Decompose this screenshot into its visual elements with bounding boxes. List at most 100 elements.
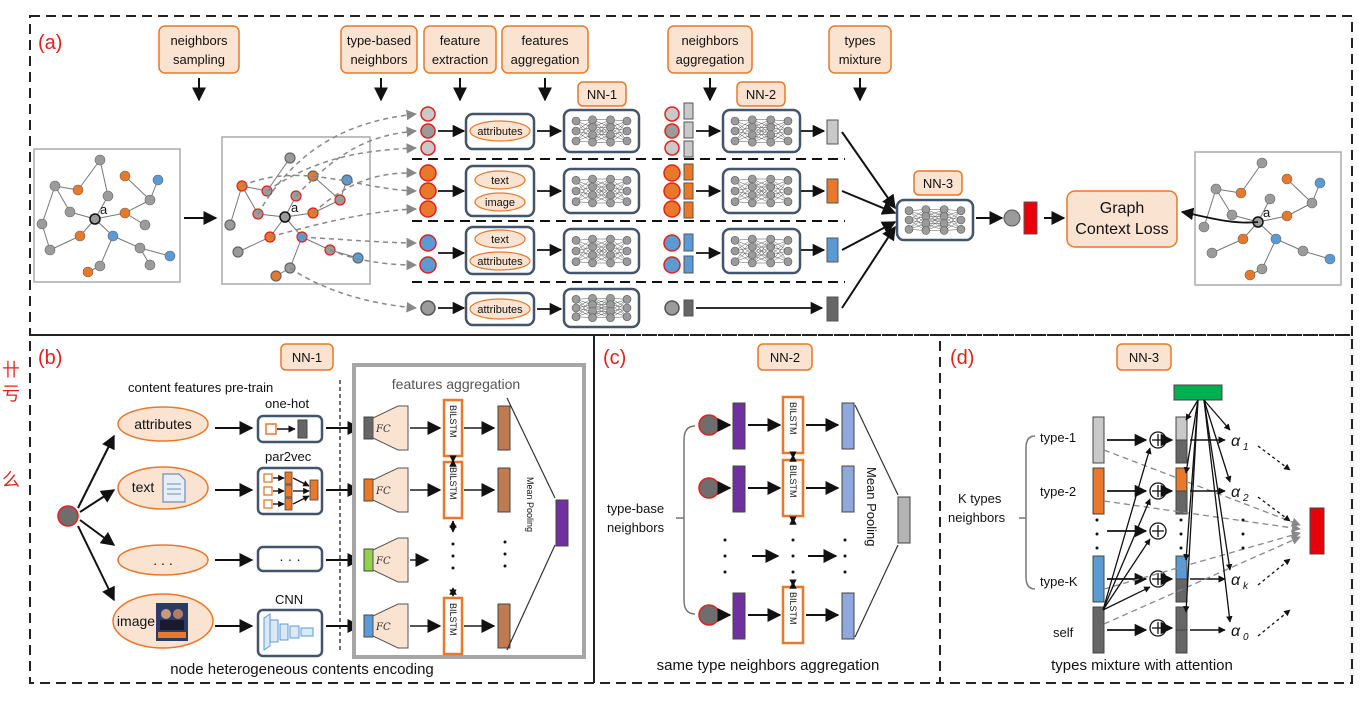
svg-text:NN-1: NN-1 bbox=[587, 87, 617, 102]
svg-text:NN-2: NN-2 bbox=[746, 87, 776, 102]
svg-text:neighbors: neighbors bbox=[350, 52, 408, 67]
svg-text:BILSTM: BILSTM bbox=[448, 467, 458, 500]
svg-text:type-2: type-2 bbox=[1040, 484, 1076, 499]
nn1-box-row3 bbox=[562, 227, 641, 275]
b-attributes: attributes bbox=[117, 406, 209, 442]
nn2-box-row2 bbox=[721, 167, 802, 215]
feature-box-row3: text attributes bbox=[464, 225, 536, 276]
svg-text:1: 1 bbox=[1243, 442, 1249, 453]
svg-text:type-based: type-based bbox=[347, 33, 411, 48]
attention-arrows bbox=[1183, 399, 1233, 623]
svg-text:FC: FC bbox=[375, 622, 391, 633]
svg-text:FC: FC bbox=[375, 486, 391, 497]
nn2-box-row3 bbox=[721, 227, 802, 275]
c-ellipsis-row bbox=[723, 538, 847, 574]
svg-text:BILSTM: BILSTM bbox=[788, 592, 798, 625]
svg-text:0: 0 bbox=[1243, 632, 1249, 643]
svg-text:α: α bbox=[1231, 484, 1241, 501]
panel-b-tag: (b) bbox=[38, 347, 62, 369]
svg-text:NN-2: NN-2 bbox=[770, 350, 800, 365]
panel-b-frame bbox=[29, 334, 595, 684]
nn2-label-a: NN-2 bbox=[736, 81, 786, 107]
b-bilstm-4: BILSTM bbox=[442, 596, 464, 656]
svg-text:features: features bbox=[522, 33, 569, 48]
svg-text:FC: FC bbox=[375, 424, 391, 435]
nn1-box-row1 bbox=[562, 108, 641, 154]
svg-text:aggregation: aggregation bbox=[676, 52, 745, 67]
c-bilstm-3: BILSTM bbox=[781, 585, 805, 645]
svg-text:attributes: attributes bbox=[477, 304, 523, 316]
b-text: text bbox=[117, 466, 209, 510]
k-types-label: K types bbox=[958, 491, 1002, 506]
nn3-label-a: NN-3 bbox=[913, 170, 963, 196]
feature-box-row4: attributes bbox=[464, 291, 536, 327]
svg-text:Mean Pooling: Mean Pooling bbox=[864, 467, 879, 547]
svg-text:neighbors: neighbors bbox=[170, 33, 228, 48]
final-node bbox=[1003, 209, 1021, 227]
svg-text:features aggregation: features aggregation bbox=[392, 376, 520, 392]
panel-b-caption: node heterogeneous contents encoding bbox=[170, 661, 434, 678]
b-source-node bbox=[57, 505, 79, 527]
c-row-2: BILSTM bbox=[732, 458, 855, 518]
svg-text:Mean Pooling: Mean Pooling bbox=[525, 477, 535, 532]
nn1-output-vectors bbox=[683, 102, 694, 317]
svg-text:NN-1: NN-1 bbox=[292, 350, 322, 365]
onehot-box bbox=[256, 414, 324, 444]
cnn-box bbox=[256, 608, 324, 658]
type-base-label: type-base bbox=[607, 501, 664, 516]
svg-text:BILSTM: BILSTM bbox=[448, 405, 458, 438]
nn1-label-a: NN-1 bbox=[577, 81, 627, 107]
svg-text:text: text bbox=[132, 479, 155, 495]
svg-text:self: self bbox=[1053, 625, 1074, 640]
type-base-label-2: neighbors bbox=[607, 520, 665, 535]
nn1-label-b: NN-1 bbox=[280, 343, 334, 371]
nn2-label-c: NN-2 bbox=[757, 343, 813, 371]
svg-text:text: text bbox=[491, 175, 509, 187]
c-row-1: BILSTM bbox=[732, 395, 855, 455]
svg-text:attributes: attributes bbox=[477, 256, 523, 268]
svg-text:BILSTM: BILSTM bbox=[788, 465, 798, 498]
graph-sampled: a bbox=[221, 136, 371, 285]
svg-text:aggregation: aggregation bbox=[511, 52, 580, 67]
svg-text:sampling: sampling bbox=[173, 52, 225, 67]
svg-text:attributes: attributes bbox=[477, 126, 523, 138]
nn1-box-row2 bbox=[562, 167, 641, 215]
mean-pooling-b: Mean Pooling bbox=[506, 397, 569, 651]
cnn-label: CNN bbox=[275, 592, 303, 607]
panel-c-tag: (c) bbox=[603, 347, 626, 369]
panel-c-caption: same type neighbors aggregation bbox=[657, 657, 880, 674]
svg-text:BILSTM: BILSTM bbox=[788, 402, 798, 435]
nn3-box bbox=[895, 198, 975, 242]
nn1-output-nodes bbox=[663, 106, 681, 316]
onehot-label: one-hot bbox=[265, 396, 309, 411]
ellipsis-box: · · · bbox=[256, 545, 324, 573]
svg-text:BILSTM: BILSTM bbox=[448, 603, 458, 636]
document-icon bbox=[162, 473, 186, 503]
fc-row-2: FC BILSTM bbox=[363, 460, 511, 520]
fc-row-4: FC BILSTM bbox=[363, 596, 511, 656]
svg-text:2: 2 bbox=[1242, 493, 1249, 504]
svg-text:mixture: mixture bbox=[839, 52, 882, 67]
image-thumbnail-icon bbox=[156, 603, 188, 641]
nn1-box-row4 bbox=[562, 287, 641, 329]
svg-text:NN-3: NN-3 bbox=[1129, 350, 1159, 365]
output-embedding bbox=[1309, 507, 1325, 555]
svg-text:type-K: type-K bbox=[1040, 574, 1078, 589]
k-types-label-2: neighbors bbox=[948, 510, 1006, 525]
b-image: image bbox=[112, 593, 214, 649]
svg-text:FC: FC bbox=[375, 556, 391, 567]
d-plus-mid bbox=[1095, 518, 1245, 550]
par2vec-box bbox=[256, 466, 324, 516]
nn3-label-d: NN-3 bbox=[1116, 343, 1172, 371]
svg-text:extraction: extraction bbox=[432, 52, 488, 67]
svg-text:a: a bbox=[291, 200, 299, 215]
side-char-2: 亏 bbox=[2, 384, 20, 404]
type-embeddings bbox=[826, 119, 839, 322]
panel-a-tag: (a) bbox=[38, 32, 62, 54]
